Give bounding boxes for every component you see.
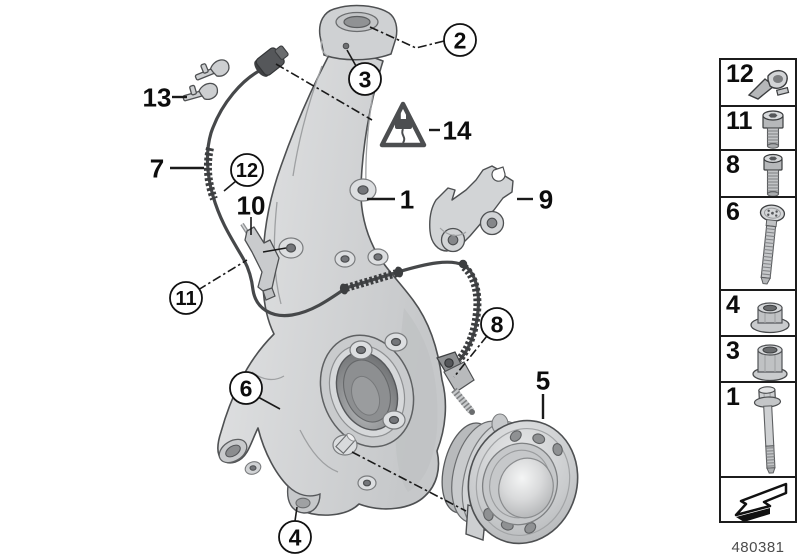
legend-item-label: 1 <box>726 383 740 411</box>
callout-3[interactable]: 3 <box>348 62 382 96</box>
legend-item-4[interactable]: 4 <box>719 289 797 337</box>
legend-item-12[interactable]: 12 <box>719 58 797 107</box>
svg-text:11: 11 <box>175 288 196 310</box>
hex-collar-nut-icon <box>752 344 788 382</box>
page-turn-arrow-icon <box>734 482 788 522</box>
callout-12[interactable]: 12 <box>230 153 264 187</box>
svg-text:12: 12 <box>236 160 258 182</box>
callout-8[interactable]: 8 <box>480 307 514 341</box>
hub-bolt <box>335 433 356 455</box>
svg-text:13: 13 <box>143 82 172 112</box>
legend-item-label: 8 <box>726 151 740 179</box>
callout-11[interactable]: 11 <box>169 281 203 315</box>
callout-7[interactable]: 7 <box>150 153 164 183</box>
cable-clips <box>182 59 230 102</box>
svg-text:7: 7 <box>150 153 164 183</box>
legend-item-label: 12 <box>726 60 754 88</box>
callout-9[interactable]: 9 <box>539 184 553 214</box>
tie-rod-eye <box>218 438 248 464</box>
legend-item-1[interactable]: 1 <box>719 381 797 478</box>
svg-text:8: 8 <box>491 311 504 337</box>
callout-5[interactable]: 5 <box>536 365 550 395</box>
legend-item-11[interactable]: 11 <box>719 105 797 151</box>
cable-clip-icon <box>747 69 790 100</box>
legend-item-label: 3 <box>726 337 740 365</box>
callout-6[interactable]: 6 <box>229 371 263 405</box>
ball-joint-lug <box>286 484 321 514</box>
svg-text:4: 4 <box>289 524 302 550</box>
svg-text:6: 6 <box>240 375 253 401</box>
callouts: 13 7 10 1 9 5 14 2 3 12 11 8 <box>143 23 553 554</box>
legend-item-6[interactable]: 6 <box>719 196 797 291</box>
legend-item-8[interactable]: 8 <box>719 149 797 198</box>
electrical-plug-warning-icon <box>379 101 427 148</box>
socket-head-screw-icon <box>762 110 784 149</box>
hex-flange-bolt-icon <box>753 386 782 474</box>
socket-head-screw-icon <box>763 153 783 197</box>
callout-1[interactable]: 1 <box>400 184 414 214</box>
strut-clamp-boss <box>318 4 398 61</box>
svg-text:14: 14 <box>443 115 472 145</box>
hex-flange-nut-icon <box>750 302 790 334</box>
callout-4[interactable]: 4 <box>278 520 312 554</box>
callout-14[interactable]: 14 <box>443 115 472 145</box>
callout-2[interactable]: 2 <box>443 23 477 57</box>
svg-text:10: 10 <box>237 190 266 220</box>
svg-text:1: 1 <box>400 184 414 214</box>
legend-item-3[interactable]: 3 <box>719 335 797 383</box>
cable-grommet <box>254 45 289 77</box>
callout-13[interactable]: 13 <box>143 82 172 112</box>
page-turn-box[interactable] <box>719 476 797 523</box>
mounting-bosses <box>278 178 408 491</box>
figure-code: 480381 <box>731 539 785 556</box>
svg-text:5: 5 <box>536 365 550 395</box>
legend-item-label: 6 <box>726 198 740 226</box>
wheel-hub-bearing <box>441 413 579 545</box>
svg-text:3: 3 <box>359 66 372 92</box>
torx-oval-screw-icon <box>759 204 786 285</box>
leader-lines <box>170 26 545 522</box>
abs-sensor-cable <box>203 45 482 415</box>
cable-guide-bracket <box>240 222 280 301</box>
fastener-legend: 12 11 8 6 <box>719 58 797 523</box>
callout-10[interactable]: 10 <box>237 190 266 220</box>
svg-text:9: 9 <box>539 184 553 214</box>
steering-knuckle-body <box>216 4 447 516</box>
legend-item-label: 11 <box>726 107 753 135</box>
abs-sensor-head <box>436 351 475 415</box>
svg-text:2: 2 <box>454 27 467 53</box>
legend-item-label: 4 <box>726 291 740 319</box>
sensor-holder-bracket <box>429 165 514 253</box>
